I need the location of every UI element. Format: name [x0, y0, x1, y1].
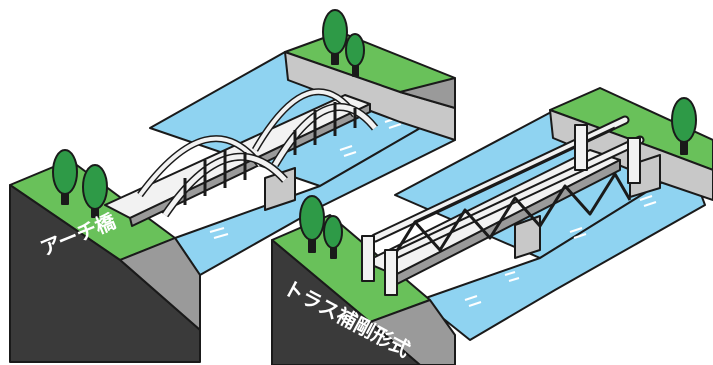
truss-river-front — [419, 164, 706, 341]
tree-icon — [345, 33, 365, 77]
truss-bridge-scene — [271, 87, 713, 365]
tree-icon — [322, 9, 348, 65]
tree-icon — [671, 97, 697, 155]
tree-icon — [82, 164, 108, 218]
tree-icon — [52, 149, 78, 205]
arch-river-ripples — [129, 117, 402, 239]
truss-pier — [514, 215, 541, 259]
truss-river-ripples — [464, 195, 657, 307]
arch-trees — [52, 9, 365, 218]
tree-icon — [323, 215, 343, 259]
arch-hangers — [183, 102, 357, 205]
arch-bridge-scene — [9, 9, 456, 363]
tree-icon — [299, 195, 325, 253]
arch-ribs-front-fill — [162, 104, 377, 217]
arch-pier — [264, 167, 296, 211]
arch-near-bank-front — [9, 184, 201, 363]
truss-posts — [361, 124, 641, 296]
truss-trees — [299, 97, 697, 259]
arch-far-bank-face — [399, 77, 456, 109]
truss-near-bank-front — [271, 239, 421, 365]
